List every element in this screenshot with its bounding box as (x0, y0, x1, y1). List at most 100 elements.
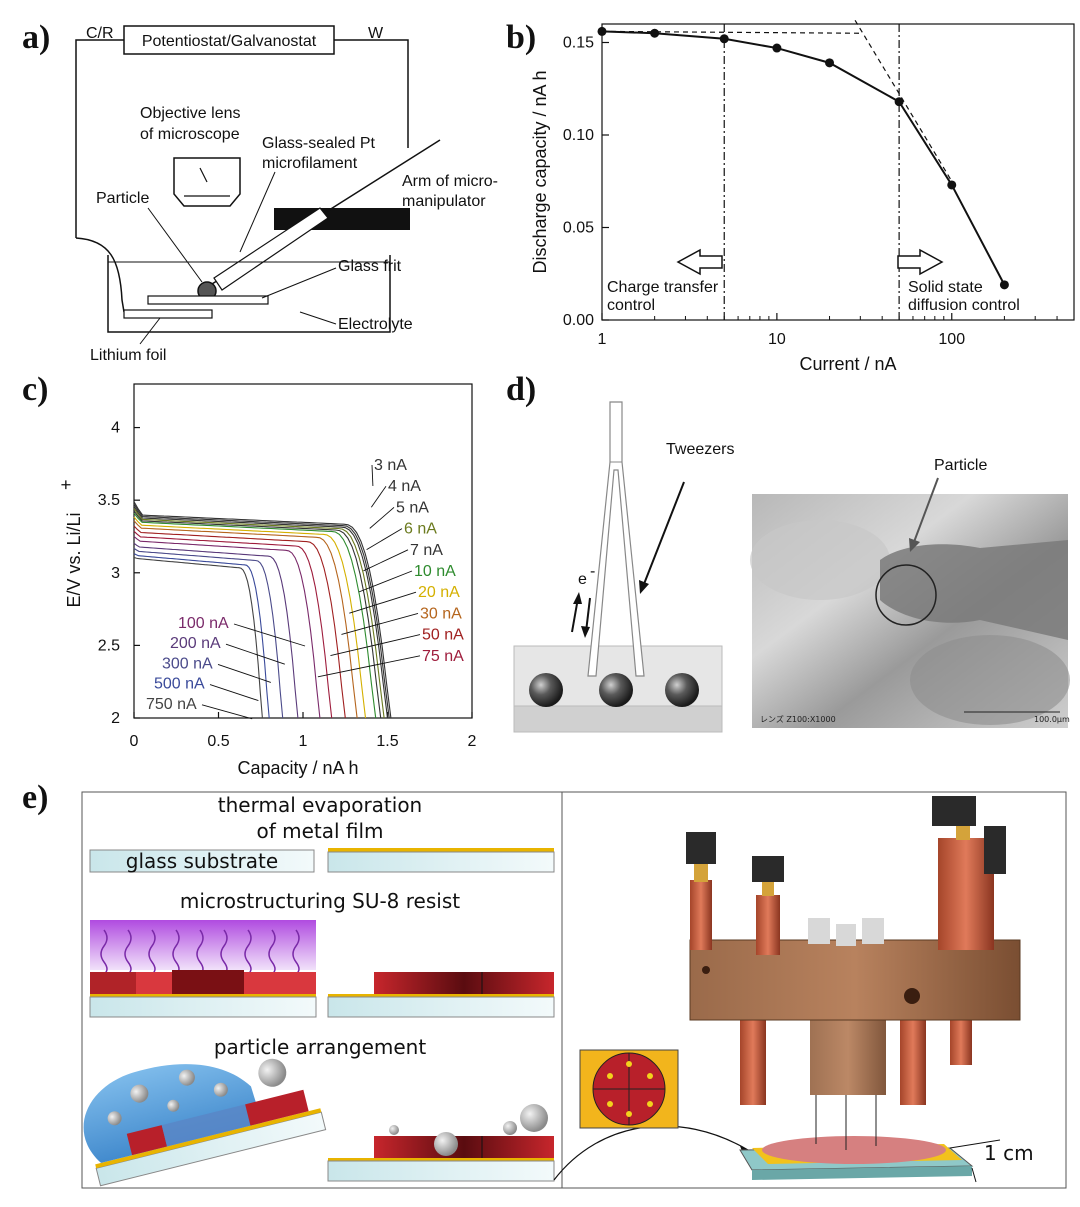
c-series-label-4: 7 nA (410, 542, 443, 559)
c-label-leader-10 (233, 623, 306, 647)
c-series-label-12: 300 nA (162, 655, 213, 672)
beaker (107, 255, 391, 333)
uv-waves (100, 929, 300, 975)
b-xtick-label-1: 10 (768, 331, 786, 348)
potentiostat-label: Potentiostat/Galvanostat (142, 33, 317, 50)
d-sphere-1 (529, 673, 563, 707)
glass-sealed-label-2: microfilament (262, 155, 358, 172)
solid-state-label-2: diffusion control (908, 297, 1020, 314)
tweezers-shape (587, 401, 645, 677)
uv-exposure (90, 920, 316, 970)
b-point-0 (597, 26, 607, 36)
micro-tweezer-shadow (880, 540, 1068, 640)
panel-d: d) Tweezers e - Particle レンズ Z100:X1000 … (506, 371, 1070, 733)
lithium-foil-label: Lithium foil (90, 347, 166, 364)
electron-sup: - (590, 563, 595, 580)
b-point-3 (772, 43, 782, 53)
wire-to-lithium (75, 237, 125, 313)
particle-label-d: Particle (934, 457, 987, 474)
panel-b-label: b) (506, 19, 536, 56)
d-sphere-3 (665, 673, 699, 707)
c-series-label-8: 50 nA (422, 627, 464, 644)
chart-c-ylabel-sup: + (56, 479, 76, 490)
c-curve-1 (133, 503, 390, 719)
glass-frit-label: Glass frit (338, 258, 402, 275)
electrolyte-label: Electrolyte (338, 316, 413, 333)
panel-a-label: a) (22, 19, 50, 56)
chart-b-marks (597, 26, 1009, 290)
c-series-label-3: 6 nA (404, 521, 437, 538)
particle-pointer (913, 477, 939, 543)
holder-3d (686, 796, 1021, 1180)
charge-transfer-label-2: control (607, 297, 655, 314)
b-ytick-label-0: 0.00 (563, 312, 594, 329)
c-xtick-label-2: 1 (299, 733, 308, 750)
c-series-label-2: 5 nA (396, 499, 429, 516)
c-curve-6 (133, 516, 367, 719)
c-label-leader-1 (370, 485, 387, 508)
chart-b-xlabel: Current / nA (799, 354, 896, 374)
wire-cr (75, 39, 124, 238)
tweezers-pointer (643, 481, 685, 585)
c-curve-13 (133, 553, 270, 719)
c-ytick-label-0: 2 (111, 710, 120, 727)
c-series-label-11: 200 nA (170, 635, 221, 652)
b-series-line (601, 30, 1006, 286)
b-point-4 (825, 58, 835, 68)
glass-substrate (89, 849, 315, 873)
c-ytick-label-4: 4 (111, 420, 120, 437)
micro-particle-circle (875, 564, 937, 626)
d-substrate-bottom (513, 705, 723, 733)
chart-c-ylabel-group: E/V vs. Li/Li + (56, 479, 84, 607)
objective-label-1: Objective lens (140, 105, 241, 122)
chart-b-frame (601, 23, 1075, 321)
b-point-2 (719, 34, 729, 44)
b-ytick-label-3: 0.15 (563, 35, 594, 52)
objective-label-2: of microscope (140, 126, 240, 143)
d-sphere-2 (599, 673, 633, 707)
c-xtick-label-4: 2 (468, 733, 477, 750)
step3-title: particle arrangement (214, 1035, 427, 1059)
glass-with-metal (327, 851, 555, 873)
chart-b-guides (601, 19, 953, 320)
c-series-label-9: 75 nA (422, 648, 464, 665)
step1-title-1: thermal evaporation (218, 793, 422, 817)
tweezers-label: Tweezers (666, 441, 734, 458)
c-curve-14 (133, 556, 263, 719)
c-curve-12 (133, 547, 284, 719)
panel-e-label: e) (22, 779, 48, 816)
b-ytick-label-1: 0.05 (563, 220, 594, 237)
c-series-label-0: 3 nA (374, 457, 407, 474)
c-xtick-label-1: 0.5 (207, 733, 229, 750)
c-curve-8 (133, 525, 346, 719)
c-label-leader-14 (201, 704, 253, 720)
tilted-assembly (83, 1058, 327, 1187)
c-curve-10 (133, 536, 321, 719)
panel-e: e) thermal evaporation of metal film gla… (22, 779, 1067, 1189)
c-curve-11 (133, 542, 299, 719)
c-series-label-13: 500 nA (154, 676, 205, 693)
charge-transfer-label-1: Charge transfer (607, 279, 719, 296)
glass-substrate-label: glass substrate (126, 849, 278, 873)
chart-b-ylabel: Discharge capacity / nA h (530, 70, 550, 273)
c-label-leader-3 (366, 528, 403, 550)
panel-a: a) Potentiostat/Galvanostat C/R W Object… (22, 19, 498, 364)
c-ytick-label-1: 2.5 (98, 637, 120, 654)
c-curve-9 (133, 530, 333, 719)
c-label-leader-0 (371, 464, 374, 487)
chart-c-curves (133, 501, 392, 719)
c-series-label-6: 20 nA (418, 584, 460, 601)
panel-c-label: c) (22, 371, 48, 408)
c-label-leader-6 (349, 591, 417, 614)
c-xtick-label-3: 1.5 (376, 733, 398, 750)
c-label-leader-12 (217, 663, 271, 683)
glass-sealed-label-1: Glass-sealed Pt (262, 135, 375, 152)
arm-label-1: Arm of micro- (402, 173, 498, 190)
c-curve-0 (133, 501, 392, 719)
c-series-label-10: 100 nA (178, 615, 229, 632)
c-curve-5 (133, 512, 377, 719)
